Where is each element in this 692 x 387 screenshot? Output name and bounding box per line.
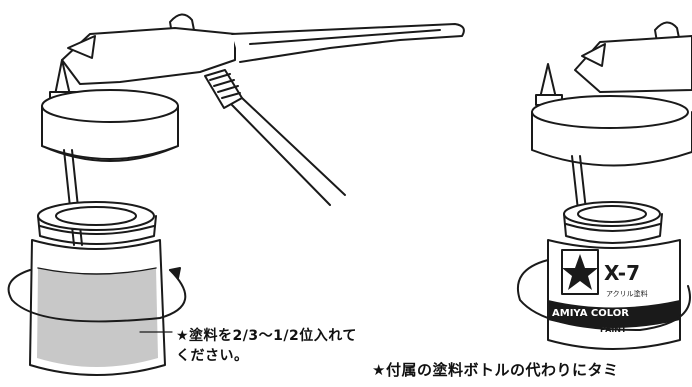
jar-sub-label: アクリル塗料 xyxy=(606,289,648,298)
bottle-substitute-note: ★付属の塗料ボトルの代わりにタミ xyxy=(372,360,618,380)
fill-amount-note: ★塗料を2/3～1/2位入れて ください。 xyxy=(176,326,357,366)
jar-code-label: X-7 xyxy=(604,261,640,285)
jar-paint-label: PAINT xyxy=(600,325,627,334)
fill-note-line2: ください。 xyxy=(176,348,249,364)
right-airbrush xyxy=(517,21,692,350)
jar-brand-label: AMIYA COLOR xyxy=(552,308,629,319)
bottle-note-line1: ★付属の塗料ボトルの代わりにタミ xyxy=(372,361,619,379)
left-airbrush xyxy=(7,13,465,376)
fill-note-line1: ★塗料を2/3～1/2位入れて xyxy=(176,328,357,344)
